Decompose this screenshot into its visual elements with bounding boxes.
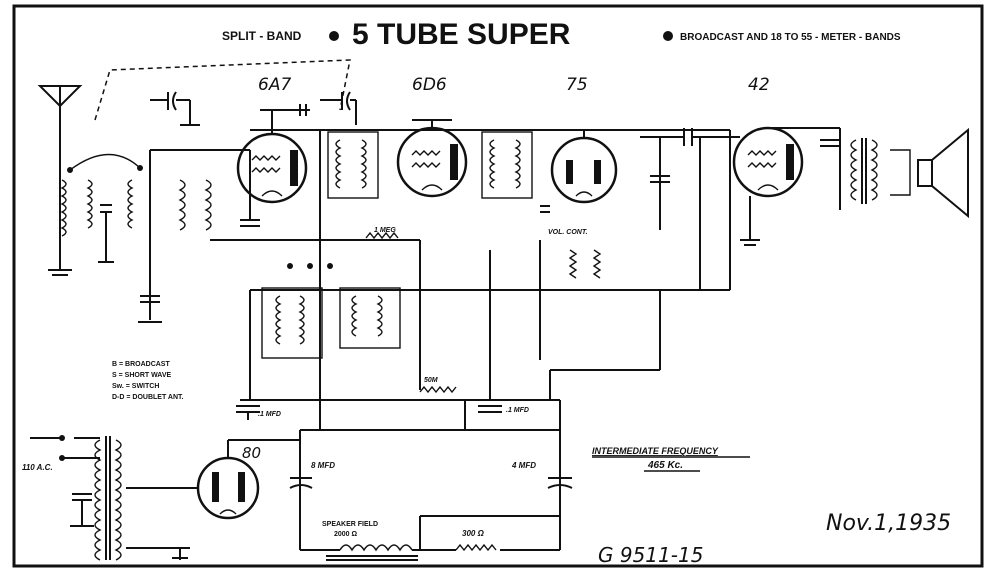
label-8mfd: 8 MFD <box>311 461 335 470</box>
tube-label-6d6: 6D6 <box>412 75 447 95</box>
bypass-capacitor-mid <box>478 405 502 413</box>
speaker-icon <box>917 127 969 219</box>
title-bullet-1 <box>329 31 339 41</box>
title-bullet-2 <box>663 31 673 41</box>
label-cap-1mfd-mid: .1 MFD <box>506 407 529 414</box>
label-300-ohm: 300 Ω <box>462 529 485 538</box>
label-cap-1mfd-left: .1 MFD <box>258 411 281 418</box>
tube-75 <box>540 130 618 213</box>
filter-capacitor-4mfd <box>547 477 573 489</box>
band-switch-coils <box>261 263 401 359</box>
label-1meg: 1 MEG <box>374 227 396 234</box>
tube-label-6a7: 6A7 <box>258 75 291 95</box>
tuning-capacitor-2 <box>320 91 357 125</box>
legend-line-1: B = BROADCAST <box>112 361 170 368</box>
drawing-number: G 9511-15 <box>598 543 703 567</box>
if-note: INTERMEDIATE FREQUENCY 465 Kc. <box>592 446 750 472</box>
coupling-capacitor <box>640 128 740 290</box>
if-note-value: 465 Kc. <box>647 460 683 471</box>
legend-line-4: D-D = DOUBLET ANT. <box>112 394 184 401</box>
tube-6d6 <box>396 119 468 198</box>
tube-6a7 <box>236 104 310 227</box>
title-prefix: SPLIT - BAND <box>222 29 302 43</box>
tube-label-75: 75 <box>566 75 588 95</box>
resistor-1meg <box>365 231 399 240</box>
speaker-field-coil <box>300 515 560 561</box>
label-speaker-ohms: 2000 Ω <box>334 531 358 538</box>
label-110-ac: 110 A.C. <box>22 463 53 472</box>
power-transformer <box>30 435 190 561</box>
switch-legend: B = BROADCAST S = SHORT WAVE Sw. = SWITC… <box>112 361 184 401</box>
output-transformer <box>768 127 911 210</box>
title-main: 5 TUBE SUPER <box>352 18 571 51</box>
bypass-capacitor-left <box>236 405 260 420</box>
tube-42 <box>732 126 804 246</box>
legend-line-2: S = SHORT WAVE <box>112 372 172 379</box>
antenna-coil-section <box>48 140 212 323</box>
filter-capacitor-8mfd <box>289 477 313 489</box>
label-speaker-field: SPEAKER FIELD <box>322 521 378 528</box>
tube-label-42: 42 <box>748 75 770 95</box>
gang-tuning-link <box>94 59 351 121</box>
label-vol-cont: VOL. CONT. <box>548 229 588 236</box>
tube-label-80: 80 <box>242 444 261 462</box>
tube-80 <box>126 439 300 520</box>
if-transformer-2 <box>481 131 533 199</box>
label-4mfd: 4 MFD <box>511 461 536 470</box>
tuning-capacitor-1 <box>150 91 200 126</box>
if-note-label: INTERMEDIATE FREQUENCY <box>592 446 719 456</box>
if-transformer-1 <box>327 131 379 199</box>
drawing-frame <box>12 4 984 568</box>
drawing-date: Nov.1,1935 <box>826 511 951 536</box>
antenna-symbol <box>37 85 83 140</box>
title-suffix: BROADCAST AND 18 TO 55 - METER - BANDS <box>680 32 901 43</box>
wiring-main <box>150 129 731 550</box>
label-50m: 50M <box>424 377 438 384</box>
legend-line-3: Sw. = SWITCH <box>112 383 159 390</box>
resistor-300-ohm <box>440 543 560 552</box>
volume-control <box>539 240 602 360</box>
resistor-50m <box>419 385 457 394</box>
